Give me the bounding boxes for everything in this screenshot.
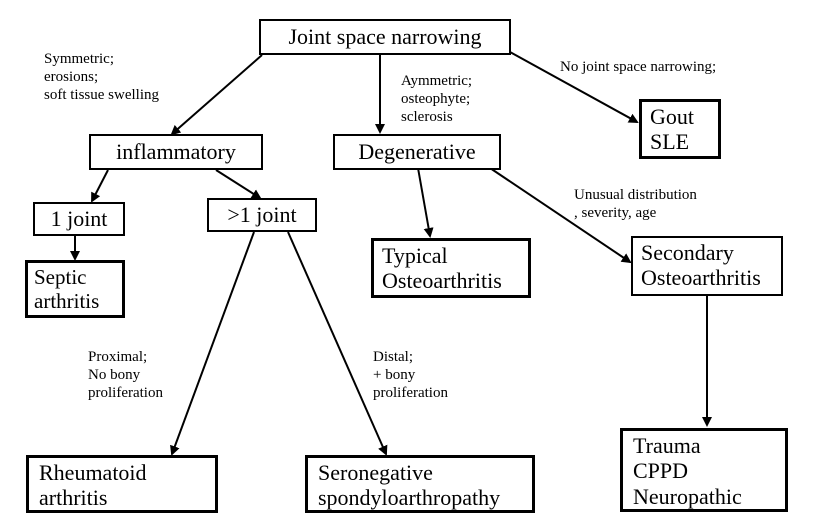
node-inflammatory-label: inflammatory [116, 139, 236, 164]
node-secondary-osteoarthritis-label: Osteoarthritis [641, 265, 761, 291]
edge-label-symmetric: Symmetric; erosions; soft tissue swellin… [44, 50, 159, 104]
edge-label-asymmetric-line-2: osteophyte; [401, 91, 471, 107]
node-secondary-label: Secondary [641, 240, 734, 265]
node-spondyloarthropathy-label: spondyloarthropathy [318, 485, 501, 511]
node-septic-arthritis: Septic arthritis [25, 260, 125, 318]
node-trauma-cppd-neuropathic: Trauma CPPD Neuropathic [620, 428, 788, 512]
node-degenerative: Degenerative [333, 134, 501, 170]
node-degenerative-label: Degenerative [358, 139, 476, 164]
node-seronegative-label: Seronegative [318, 460, 433, 485]
arrow-multi-joint-to-seronegative [287, 231, 388, 456]
node-gout-label: Gout [650, 104, 694, 129]
edge-label-proximal-line-1: Proximal; [88, 349, 148, 365]
edge-label-symmetric-line-1: Symmetric; [44, 51, 114, 67]
edge-label-distal: Distal; + bony proliferation [373, 348, 448, 402]
edge-label-proximal-line-2: No bony [88, 367, 141, 383]
edge-label-symmetric-line-3: soft tissue swelling [44, 87, 159, 103]
node-typical-label: Typical [382, 243, 448, 268]
node-seronegative-spondyloarthropathy: Seronegative spondyloarthropathy [305, 455, 535, 513]
edge-label-no-narrowing-line-1: No joint space narrowing; [560, 59, 717, 75]
node-inflammatory: inflammatory [89, 134, 263, 170]
edge-label-asymmetric-line-1: Aymmetric; [401, 73, 473, 89]
node-joint-space-narrowing-label: Joint space narrowing [288, 24, 482, 49]
node-1-joint: 1 joint [33, 202, 125, 236]
arrow-root-to-gout [509, 51, 639, 123]
node-cppd-label: CPPD [633, 458, 689, 484]
node-joint-space-narrowing: Joint space narrowing [259, 19, 511, 55]
node-neuropathic-label: Neuropathic [633, 483, 742, 509]
edge-label-distal-line-1: Distal; [373, 349, 413, 365]
edge-label-unusual: Unusual distribution , severity, age [574, 186, 697, 222]
node-arthritis-label: arthritis [34, 289, 100, 314]
node-secondary-osteoarthritis: Secondary Osteoarthritis [631, 236, 783, 296]
node-typical-osteoarthritis: Typical Osteoarthritis [371, 238, 531, 298]
node-rheumatoid-label: Rheumatoid [39, 460, 147, 485]
arrow-multi-joint-to-rheumatoid [170, 231, 255, 456]
arrow-root-to-inflammatory [170, 54, 263, 136]
arrow-degenerative-to-typical [417, 167, 434, 238]
arrow-inflammatory-to-1-joint [91, 169, 109, 203]
node-typical-osteoarthritis-label: Osteoarthritis [382, 268, 502, 294]
edge-label-unusual-line-1: Unusual distribution [574, 187, 697, 203]
edge-label-distal-line-2: + bony [373, 367, 416, 383]
arrow-inflammatory-to-multi-joint [215, 169, 262, 200]
node-1-joint-label: 1 joint [50, 206, 108, 231]
node-multi-joint-label: >1 joint [227, 202, 297, 227]
edge-label-distal-line-3: proliferation [373, 385, 448, 401]
edge-label-proximal: Proximal; No bony proliferation [88, 348, 163, 402]
node-rheumatoid-arthritis: Rheumatoid arthritis [26, 455, 218, 513]
node-rheumatoid-arthritis-label: arthritis [39, 485, 108, 511]
edge-label-asymmetric: Aymmetric; osteophyte; sclerosis [401, 72, 472, 126]
node-gout-sle: Gout SLE [639, 99, 721, 159]
edge-label-asymmetric-line-3: sclerosis [401, 109, 453, 125]
node-sle-label: SLE [650, 129, 690, 155]
node-multi-joint: >1 joint [207, 198, 317, 232]
arrow-degenerative-to-secondary [489, 167, 632, 264]
node-trauma-label: Trauma [633, 433, 701, 458]
edge-label-unusual-line-2: , severity, age [574, 205, 657, 221]
node-septic-label: Septic [34, 265, 87, 289]
edge-label-symmetric-line-2: erosions; [44, 69, 99, 85]
edge-label-proximal-line-3: proliferation [88, 385, 163, 401]
edge-label-no-narrowing: No joint space narrowing; [560, 58, 716, 76]
